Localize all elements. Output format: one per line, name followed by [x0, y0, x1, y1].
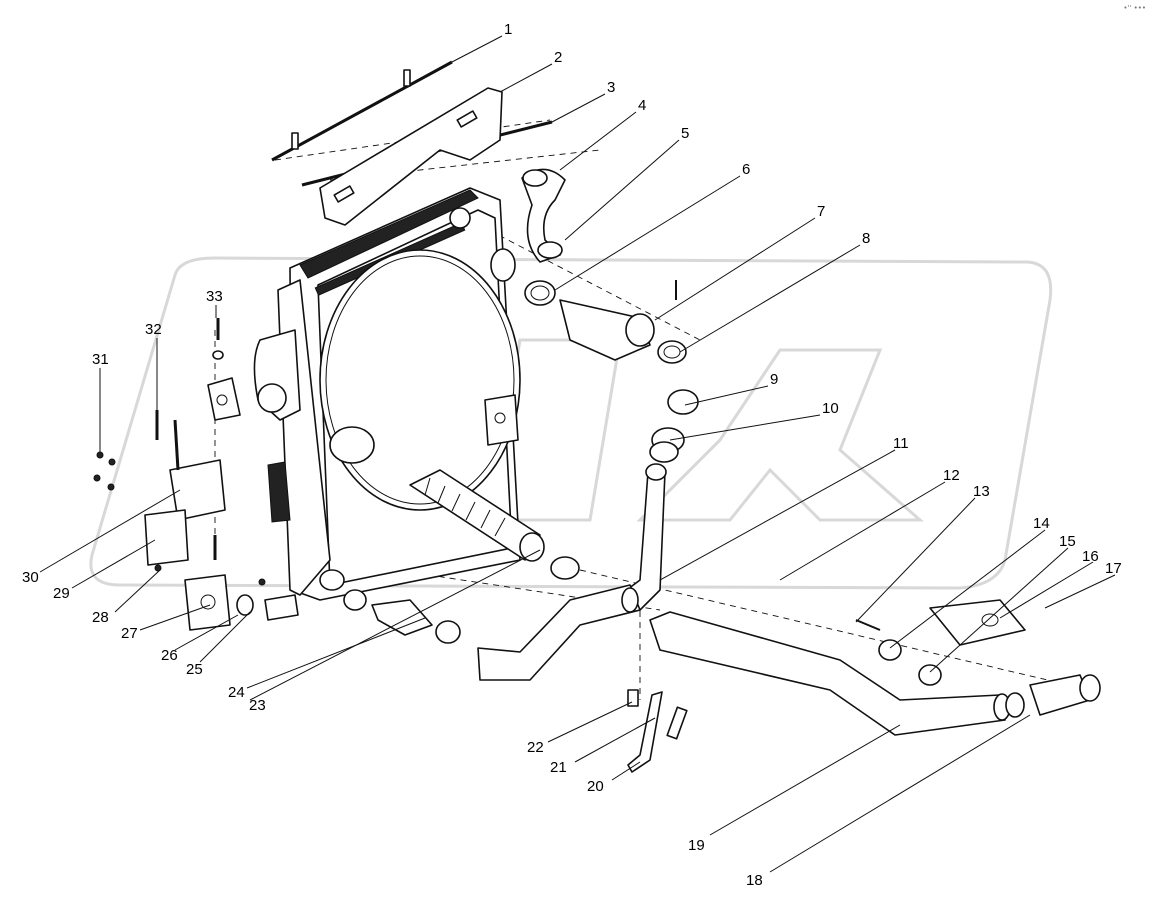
long-pipe-right — [649, 611, 1011, 736]
callout-27: 27 — [121, 625, 138, 642]
callout-8: 8 — [862, 230, 870, 247]
lower-pipe — [477, 584, 641, 681]
callout-19: 19 — [688, 837, 705, 854]
small-bracket-parts — [627, 689, 688, 773]
lower-hose-pieces — [319, 556, 580, 644]
callout-18: 18 — [746, 872, 763, 889]
callout-29: 29 — [53, 585, 70, 602]
coupling-sleeve — [1005, 674, 1101, 718]
clamps-right — [855, 599, 1026, 686]
callout-24: 24 — [228, 684, 245, 701]
callout-14: 14 — [1033, 515, 1050, 532]
callout-21: 21 — [550, 759, 567, 776]
clamps-upper — [524, 280, 687, 364]
callout-9: 9 — [770, 371, 778, 388]
callout-2: 2 — [554, 49, 562, 66]
callout-20: 20 — [587, 778, 604, 795]
callout-6: 6 — [742, 161, 750, 178]
radiator-assembly — [253, 187, 521, 601]
callout-28: 28 — [92, 609, 109, 626]
callout-30: 30 — [22, 569, 39, 586]
shroud-plate — [319, 87, 503, 226]
callout-17: 17 — [1105, 560, 1122, 577]
vertical-pipe — [619, 389, 699, 611]
callout-31: 31 — [92, 351, 109, 368]
callout-5: 5 — [681, 125, 689, 142]
callout-23: 23 — [249, 697, 266, 714]
corrugated-hose — [409, 469, 545, 562]
callout-3: 3 — [607, 79, 615, 96]
callout-12: 12 — [943, 467, 960, 484]
callout-7: 7 — [817, 203, 825, 220]
callout-4: 4 — [638, 97, 646, 114]
callout-22: 22 — [527, 739, 544, 756]
upper-elbow-hose — [521, 168, 566, 263]
callout-26: 26 — [161, 647, 178, 664]
callout-13: 13 — [973, 483, 990, 500]
callout-25: 25 — [186, 661, 203, 678]
callout-33: 33 — [206, 288, 223, 305]
callout-15: 15 — [1059, 533, 1076, 550]
callout-labels: 1 2 3 4 5 6 7 8 9 10 11 12 13 14 15 16 1… — [22, 21, 1122, 889]
callout-10: 10 — [822, 400, 839, 417]
callout-1: 1 — [504, 21, 512, 38]
left-mounting-brackets — [93, 318, 299, 631]
upper-pipe — [559, 280, 677, 361]
leader-lines — [39, 35, 1116, 873]
callout-32: 32 — [145, 321, 162, 338]
callout-11: 11 — [893, 435, 909, 452]
corner-mark: •'' ••• — [1123, 4, 1146, 12]
callout-16: 16 — [1082, 548, 1099, 565]
